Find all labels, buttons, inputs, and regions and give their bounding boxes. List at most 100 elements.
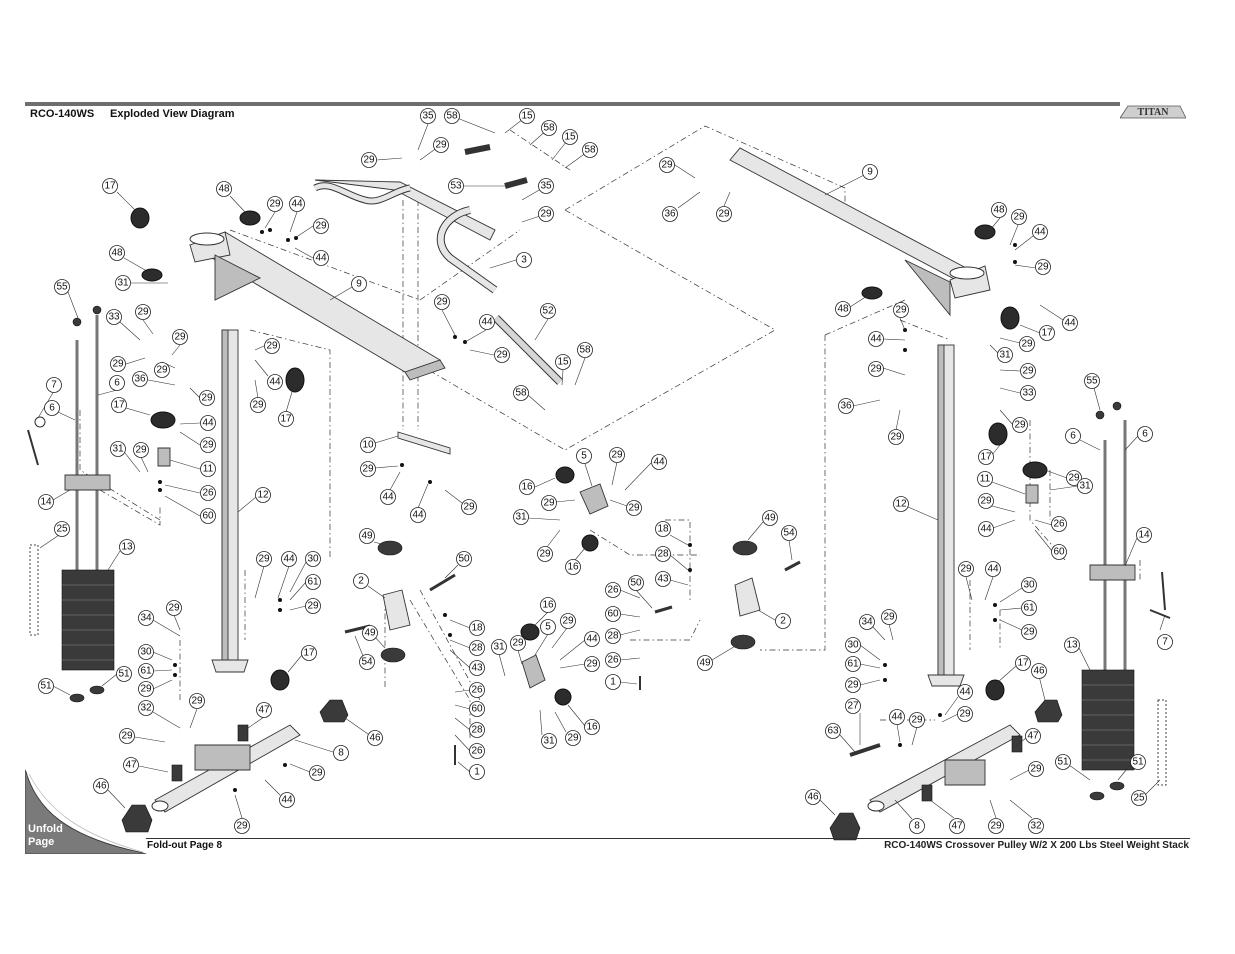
part-callout: 29 bbox=[958, 561, 974, 601]
unfold-page-corner[interactable] bbox=[25, 768, 149, 854]
part-callout: 26 bbox=[1034, 516, 1067, 532]
part-callout: 36 bbox=[838, 398, 881, 414]
part-callout: 44 bbox=[624, 454, 667, 491]
part-callouts: 35 58 15 58 15 58 29 29 53 35 29 9 29 36… bbox=[37, 108, 1173, 834]
part-callout: 34 bbox=[138, 610, 181, 637]
part-callout: 44 bbox=[559, 631, 600, 661]
part-callout: 29 bbox=[138, 679, 173, 697]
svg-text:16: 16 bbox=[567, 562, 579, 573]
part-callout: 14 bbox=[38, 489, 71, 510]
svg-text:29: 29 bbox=[543, 498, 555, 509]
part-callout: 52 bbox=[534, 303, 556, 341]
part-callout: 49 bbox=[747, 510, 778, 541]
part-callout: 29 bbox=[361, 152, 403, 168]
part-callout: 29 bbox=[360, 461, 399, 477]
svg-text:26: 26 bbox=[202, 488, 214, 499]
part-callout: 29 bbox=[1014, 259, 1051, 275]
svg-text:51: 51 bbox=[1132, 757, 1144, 768]
svg-text:29: 29 bbox=[269, 199, 281, 210]
part-callout: 63 bbox=[825, 723, 856, 753]
footer-rule bbox=[146, 838, 1190, 839]
part-callout: 50 bbox=[444, 551, 472, 579]
svg-text:60: 60 bbox=[607, 609, 619, 620]
part-callout: 17 bbox=[102, 178, 136, 211]
part-callout: 44 bbox=[294, 247, 329, 266]
svg-text:36: 36 bbox=[134, 374, 146, 385]
part-callout: 26 bbox=[605, 652, 641, 668]
part-callout: 28 bbox=[454, 717, 485, 738]
part-callout: 12 bbox=[237, 487, 271, 513]
svg-text:28: 28 bbox=[657, 549, 669, 560]
part-callout: 31 bbox=[1049, 478, 1093, 494]
svg-text:29: 29 bbox=[140, 684, 152, 695]
part-callout: 17 bbox=[278, 391, 294, 427]
footer-product-name: RCO-140WS Crossover Pulley W/2 X 200 Lbs… bbox=[884, 840, 1189, 851]
svg-text:44: 44 bbox=[586, 634, 598, 645]
svg-text:29: 29 bbox=[960, 564, 972, 575]
svg-text:29: 29 bbox=[959, 709, 971, 720]
svg-text:33: 33 bbox=[108, 312, 120, 323]
unfold-label-line1: Unfold bbox=[28, 823, 63, 835]
part-callout: 29 bbox=[110, 356, 146, 372]
part-callout: 15 bbox=[551, 129, 578, 161]
svg-text:49: 49 bbox=[764, 513, 776, 524]
part-callout: 29 bbox=[171, 329, 188, 356]
svg-text:1: 1 bbox=[610, 677, 616, 688]
part-callout: 17 bbox=[287, 645, 317, 673]
svg-text:30: 30 bbox=[307, 554, 319, 565]
svg-text:29: 29 bbox=[362, 464, 374, 475]
part-callout: 43 bbox=[449, 649, 485, 676]
part-callout: 10 bbox=[360, 435, 399, 453]
svg-text:34: 34 bbox=[861, 617, 873, 628]
svg-text:29: 29 bbox=[201, 393, 213, 404]
svg-text:17: 17 bbox=[104, 181, 116, 192]
part-callout: 29 bbox=[881, 609, 897, 641]
part-callout: 1 bbox=[605, 674, 638, 690]
svg-text:46: 46 bbox=[369, 733, 381, 744]
part-callout: 29 bbox=[521, 206, 554, 223]
unfold-page-label[interactable]: Unfold Page bbox=[28, 823, 63, 849]
svg-text:29: 29 bbox=[890, 432, 902, 443]
svg-text:11: 11 bbox=[203, 464, 214, 475]
svg-text:28: 28 bbox=[471, 725, 483, 736]
svg-text:63: 63 bbox=[827, 726, 839, 737]
part-callout: 29 bbox=[264, 196, 283, 229]
part-callout: 58 bbox=[444, 108, 496, 134]
svg-text:6: 6 bbox=[49, 403, 55, 414]
svg-text:47: 47 bbox=[258, 705, 270, 716]
svg-text:43: 43 bbox=[471, 663, 483, 674]
svg-text:17: 17 bbox=[980, 452, 992, 463]
part-callout: 5 bbox=[534, 619, 556, 656]
svg-text:29: 29 bbox=[628, 503, 640, 514]
part-callout: 35 bbox=[417, 108, 436, 151]
svg-text:15: 15 bbox=[557, 357, 569, 368]
svg-text:48: 48 bbox=[837, 304, 849, 315]
svg-text:32: 32 bbox=[1030, 821, 1042, 832]
header-title: Exploded View Diagram bbox=[110, 108, 235, 120]
part-callout: 60 bbox=[605, 606, 641, 622]
part-callout: 47 bbox=[929, 799, 965, 834]
part-callout: 29 bbox=[537, 529, 561, 562]
part-callout: 44 bbox=[464, 314, 495, 343]
part-callout: 26 bbox=[454, 734, 485, 759]
svg-text:44: 44 bbox=[891, 712, 903, 723]
svg-text:29: 29 bbox=[137, 307, 149, 318]
svg-text:29: 29 bbox=[363, 155, 375, 166]
part-callout: 55 bbox=[1084, 373, 1101, 411]
part-callout: 44 bbox=[179, 415, 216, 431]
part-callout: 1 bbox=[457, 761, 485, 780]
part-callout: 29 bbox=[609, 499, 642, 516]
svg-text:54: 54 bbox=[361, 657, 373, 668]
svg-text:61: 61 bbox=[307, 577, 319, 588]
part-callout: 34 bbox=[859, 614, 886, 641]
svg-text:29: 29 bbox=[1022, 366, 1034, 377]
svg-text:35: 35 bbox=[422, 111, 434, 122]
part-callout: 15 bbox=[555, 354, 571, 386]
svg-text:29: 29 bbox=[156, 365, 168, 376]
part-callout: 29 bbox=[166, 600, 182, 631]
svg-text:43: 43 bbox=[657, 574, 669, 585]
part-callout: 33 bbox=[999, 385, 1036, 401]
svg-text:17: 17 bbox=[1041, 328, 1053, 339]
part-callout: 29 bbox=[609, 447, 625, 486]
